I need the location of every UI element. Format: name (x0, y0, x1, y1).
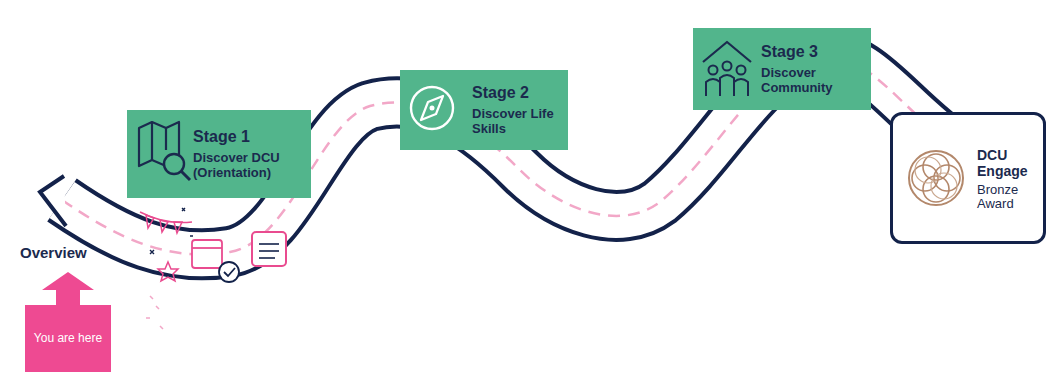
award-petal (912, 165, 938, 191)
section-label: Overview (20, 244, 87, 261)
person-body (706, 75, 748, 96)
magnifier-lens (164, 154, 184, 174)
node-text: Bronze Award (977, 183, 1043, 212)
road-start-tip (40, 174, 66, 228)
road-start-edge (40, 176, 66, 226)
tablet-line (259, 257, 275, 259)
node-text: Discover Community (761, 66, 861, 96)
bunting-flag (174, 222, 182, 233)
compass-pivot (430, 106, 435, 111)
check-circle (219, 262, 239, 282)
award-petal (923, 154, 949, 180)
award-petal (934, 165, 960, 191)
person-icon (723, 62, 732, 71)
tablet-line (259, 243, 279, 245)
bunting-flag (160, 220, 168, 232)
node-heading: Stage 1 (193, 127, 305, 146)
map-icon (139, 122, 179, 166)
star-icon (158, 262, 178, 281)
stage-box: Stage 2 Discover Life Skills (400, 70, 568, 150)
calendar-icon (192, 240, 222, 268)
person-icon (737, 66, 746, 75)
sparkle-trail (146, 296, 163, 329)
node-text: Discover DCU (Orientation) (193, 151, 305, 181)
node-text: Discover Life Skills (472, 107, 564, 137)
magnifier-handle (181, 171, 190, 180)
award-emblem (909, 151, 963, 205)
confetti (150, 208, 193, 254)
bunting-flag (146, 215, 154, 228)
stage-box: Stage 1 Discover DCU (Orientation) (127, 110, 311, 198)
node-heading: You are here (29, 331, 107, 345)
road-outline (62, 56, 960, 255)
calendar-bar (192, 247, 222, 249)
map-fold (152, 122, 166, 160)
tablet-line (259, 250, 279, 252)
check-mark (224, 268, 235, 276)
compass-icon (411, 87, 453, 129)
award-box: DCU EngageBronze Award (890, 112, 1046, 244)
person-icon (709, 66, 718, 75)
node-heading: Stage 2 (472, 83, 564, 102)
node-heading: DCU Engage (977, 148, 1043, 179)
house-roof (703, 42, 751, 62)
pointer-arrow (25, 272, 111, 372)
node-heading: Stage 3 (761, 42, 861, 61)
award-petal (915, 157, 941, 183)
road-centre-line (62, 56, 960, 255)
award-petal (923, 176, 949, 202)
compass-needle (421, 96, 443, 120)
award-petal (931, 173, 957, 199)
tablet-icon (252, 232, 286, 266)
location-marker: You are here (25, 272, 111, 372)
stage-box: Stage 3 Discover Community (693, 28, 871, 110)
road-surface (62, 56, 960, 255)
